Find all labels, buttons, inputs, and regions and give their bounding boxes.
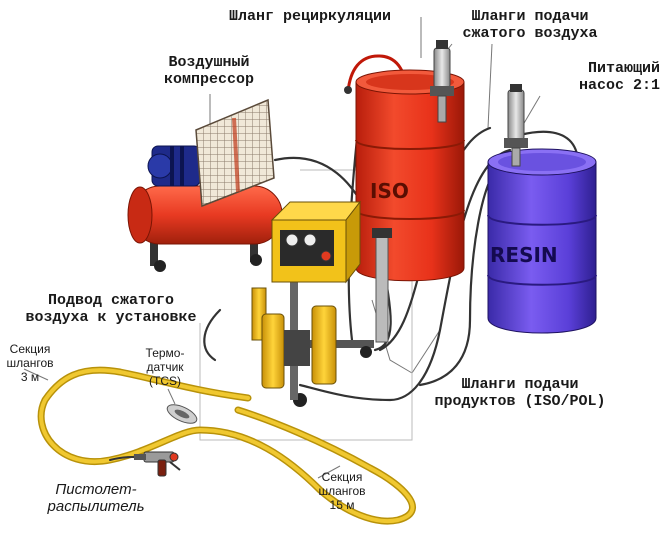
callout-line-air-hose-2 [487, 43, 493, 129]
label-hose-section-3m: Секция шлангов 3 м [6, 342, 54, 384]
callout-line-section-15 [317, 465, 341, 479]
thermo-sensor-coupling [166, 404, 198, 424]
compressor-motor-icon [147, 145, 201, 187]
recirc-hose-fitting [344, 86, 352, 94]
label-spray-gun: Пистолет- распылитель [47, 481, 145, 515]
air-compressor [127, 98, 283, 272]
label-compressor: Воздушный компрессор [163, 54, 254, 88]
blue-drum-mark: RESIN [490, 243, 558, 267]
red-drum-iso: ISO [355, 69, 465, 282]
label-thermo-sensor: Термо- датчик (TCS) [145, 346, 185, 388]
callout-line-section-3 [23, 368, 49, 381]
transfer-pump-red [430, 40, 454, 123]
feed-pump-blue [504, 84, 528, 167]
air-filter-grille-icon [195, 98, 275, 208]
blue-drum-resin: RESIN [487, 148, 597, 334]
spray-gun-icon [134, 451, 181, 477]
label-air-hoses: Шланги подачи сжатого воздуха [462, 8, 598, 42]
label-product-hoses: Шланги подачи продуктов (ISO/POL) [434, 376, 606, 410]
red-drum-mark: ISO [370, 179, 409, 203]
callout-line-thermo [167, 388, 176, 405]
label-air-supply: Подвод сжатого воздуха к установке [25, 292, 197, 326]
label-hose-section-15m: Секция шлангов 15 м [318, 470, 366, 512]
label-recirc-hose: Шланг рециркуляции [229, 8, 392, 25]
callout-line-product-hoses-2 [411, 329, 441, 374]
callout-lines [23, 17, 541, 479]
pressure-gauge-icon [285, 233, 332, 262]
label-feed-pump: Питающий насос 2:1 [578, 60, 660, 94]
proportioner-unit [251, 200, 392, 407]
